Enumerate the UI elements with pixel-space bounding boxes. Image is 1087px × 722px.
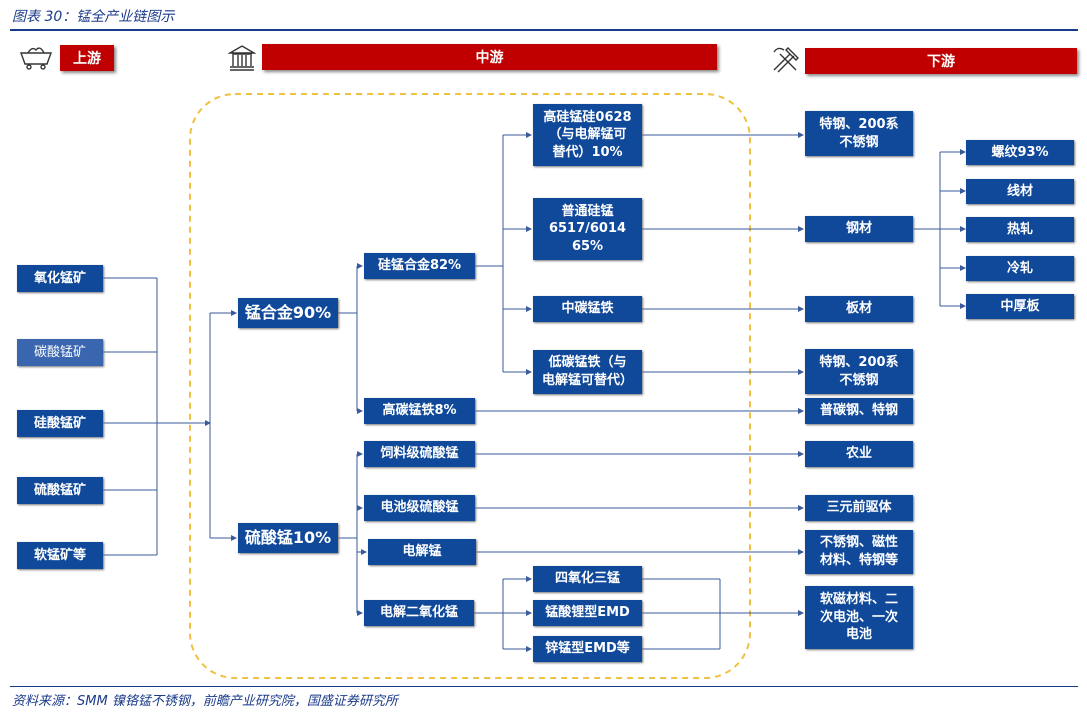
midstream-dashed-frame	[189, 93, 751, 679]
lithium-manganate-emd-node: 锰酸锂型EMD	[533, 600, 642, 626]
hammer-pick-icon	[773, 47, 799, 73]
feed-grade-sulfate-node: 饲料级硫酸锰	[364, 441, 475, 467]
manganese-alloy-node: 锰合金90%	[238, 298, 338, 328]
special-steel-node-1: 特钢、200系 不锈钢	[805, 111, 913, 156]
wire-rod-node: 线材	[966, 179, 1074, 204]
midstream-header: 中游	[262, 44, 717, 70]
medium-thick-plate-node: 中厚板	[966, 294, 1074, 319]
trimanganese-tetroxide-node: 四氧化三锰	[533, 566, 642, 592]
ore-manganese-oxide: 氧化锰矿	[17, 265, 103, 292]
silicomanganese-node: 硅锰合金82%	[364, 253, 475, 279]
factory-building-icon	[228, 45, 256, 71]
ternary-precursor-node: 三元前驱体	[805, 495, 913, 521]
manganese-sulfate-node: 硫酸锰10%	[238, 523, 338, 553]
ore-manganese-silicate: 硅酸锰矿	[17, 410, 103, 437]
rebar-node: 螺纹93%	[966, 140, 1074, 165]
source-note: 资料来源：SMM 镍铬锰不锈钢，前瞻产业研究院，国盛证券研究所	[12, 694, 398, 709]
plate-node: 板材	[805, 296, 913, 322]
cold-rolled-node: 冷轧	[966, 256, 1074, 281]
soft-magnetic-battery-node: 软磁材料、二 次电池、一次 电池	[805, 586, 913, 649]
mine-cart-icon	[20, 47, 52, 70]
battery-grade-sulfate-node: 电池级硫酸锰	[364, 495, 475, 521]
electrolytic-manganese-dioxide-node: 电解二氧化锰	[364, 600, 474, 626]
electrolytic-manganese-node: 电解锰	[368, 539, 476, 565]
low-carbon-ferromanganese-node: 低碳锰铁（与 电解锰可替代）	[533, 350, 642, 394]
ordinary-simn-node: 普通硅锰 6517/6014 65%	[533, 198, 642, 260]
ore-manganese-sulfide: 硫酸锰矿	[17, 477, 103, 504]
medium-carbon-ferromanganese-node: 中碳锰铁	[533, 296, 642, 322]
steel-products-node: 钢材	[805, 216, 913, 242]
upstream-header: 上游	[60, 45, 114, 71]
figure-caption: 图表 30：锰全产业链图示	[12, 9, 175, 25]
top-rule	[10, 29, 1078, 31]
zinc-manganese-emd-node: 锌锰型EMD等	[533, 636, 642, 662]
bottom-rule	[10, 686, 1078, 687]
special-steel-node-2: 特钢、200系 不锈钢	[805, 349, 913, 394]
ore-manganese-carbonate: 碳酸锰矿	[17, 339, 103, 366]
downstream-header: 下游	[805, 48, 1077, 74]
hot-rolled-node: 热轧	[966, 217, 1074, 242]
high-silicon-simn-node: 高硅锰硅0628 （与电解锰可 替代）10%	[533, 104, 642, 166]
ore-pyrolusite: 软锰矿等	[17, 542, 103, 569]
agriculture-node: 农业	[805, 441, 913, 467]
high-carbon-ferromanganese-node: 高碳锰铁8%	[364, 398, 475, 424]
stainless-magnetic-node: 不锈钢、磁性 材料、特钢等	[805, 530, 913, 574]
carbon-steel-node: 普碳钢、特钢	[805, 398, 913, 424]
